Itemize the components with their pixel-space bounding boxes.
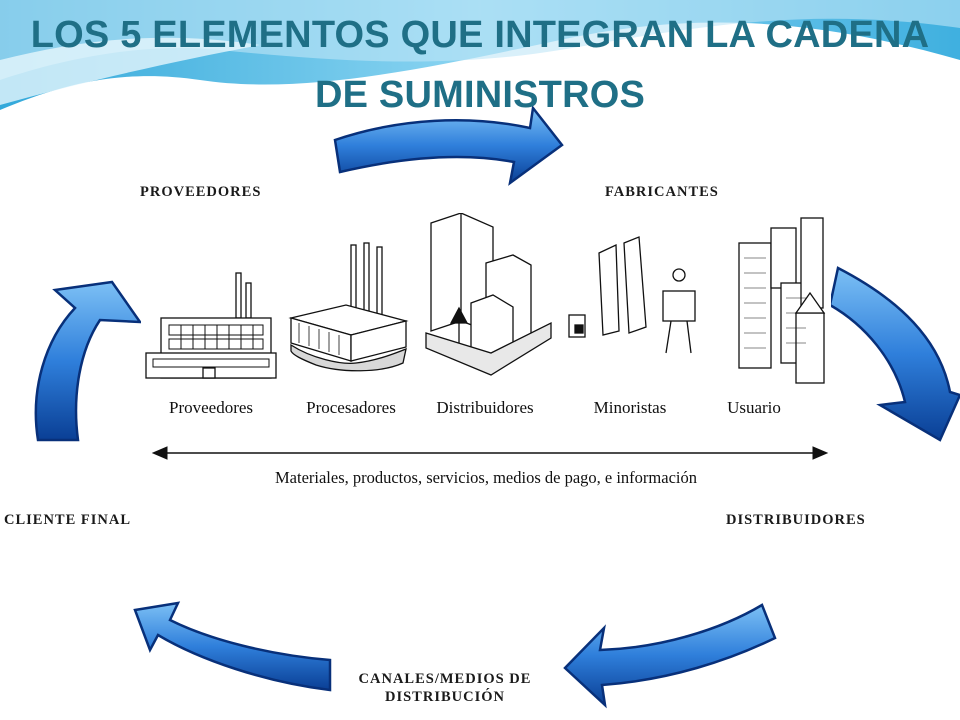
arrow-bottom-right (563, 603, 777, 709)
stage-proveedores: PROVEEDORES (140, 184, 262, 200)
arrow-right (828, 266, 960, 442)
supply-chain-illustration (145, 213, 829, 460)
label-procesadores: Procesadores (306, 398, 396, 417)
label-minoristas: Minoristas (593, 398, 667, 417)
flow-caption: Materiales, productos, servicios, medios… (274, 468, 697, 487)
stage-fabricantes: FABRICANTES (605, 184, 719, 200)
slide-title-line2: DE SUMINISTROS (314, 74, 646, 116)
label-usuario: Usuario (727, 398, 781, 417)
stage-distribuidores: DISTRIBUIDORES (726, 512, 866, 528)
factory-icon (145, 272, 277, 379)
stage-cliente-final: CLIENTE FINAL (4, 512, 132, 528)
flow-double-arrow (151, 446, 829, 460)
person-carrying-box-icon (662, 268, 696, 354)
retail-stores-icon (568, 236, 647, 338)
arrow-left (34, 280, 143, 442)
city-skyline-icon (738, 217, 826, 384)
stage-canales-line1: CANALES/MEDIOS DE (358, 671, 532, 687)
label-distribuidores: Distribuidores (436, 398, 534, 417)
stage-canales-line2: DISTRIBUCIÓN (385, 689, 505, 705)
slide-title-line1: LOS 5 ELEMENTOS QUE INTEGRAN LA CADENA (30, 14, 930, 56)
stage-canales: CANALES/MEDIOS DE DISTRIBUCIÓN (330, 670, 560, 706)
processing-plant-icon (288, 242, 409, 372)
supply-chain-panel: Proveedores Procesadores Distribuidores … (141, 213, 831, 495)
arrow-top (333, 104, 564, 186)
label-proveedores: Proveedores (168, 398, 254, 417)
warehouse-buildings-icon (425, 213, 552, 376)
arrow-bottom-left (133, 601, 332, 692)
